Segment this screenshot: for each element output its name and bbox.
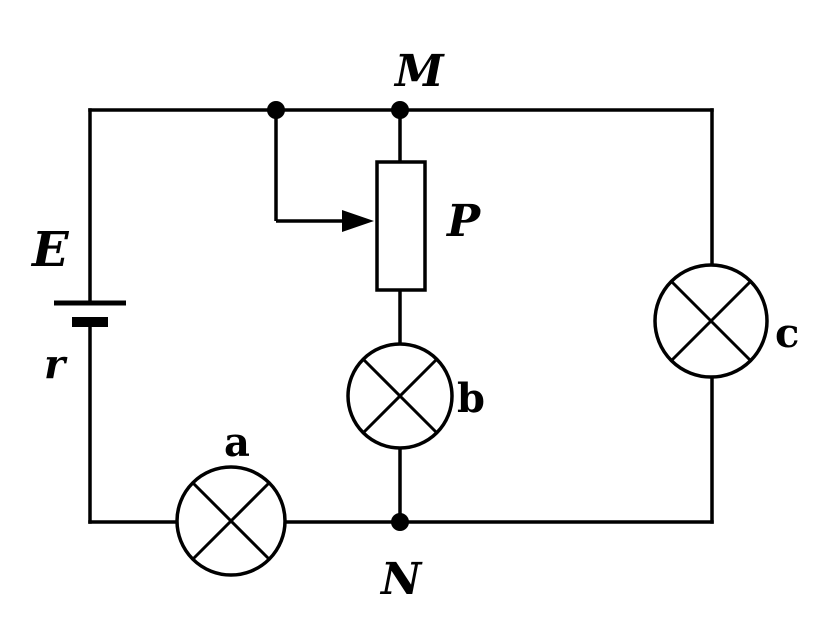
rheostat-body [375, 160, 427, 292]
internal-resistance-label: r [44, 341, 68, 388]
rheostat [274, 110, 427, 292]
rheostat-P-label: P [445, 196, 482, 247]
battery-symbol [54, 300, 126, 327]
junction-dot-wiper [267, 101, 285, 119]
lamp-a-label: a [224, 419, 250, 466]
battery-emf-label: E [30, 222, 70, 278]
lamp-c-cross-2 [669, 279, 753, 363]
lamp-b-cross-2 [361, 357, 439, 435]
node-N-label: N [379, 554, 423, 605]
junction-dot-N [391, 513, 409, 531]
wiper-arrow-head-icon [342, 210, 374, 232]
node-M-label: M [393, 46, 445, 97]
lamp-c-label: c [775, 310, 799, 357]
lamp-a [175, 465, 287, 577]
lamp-b [346, 342, 454, 450]
junction-dot-M [391, 101, 409, 119]
lamp-c [653, 263, 769, 379]
lamp-a-cross-2 [191, 481, 271, 561]
lamp-b-label: b [457, 375, 485, 422]
